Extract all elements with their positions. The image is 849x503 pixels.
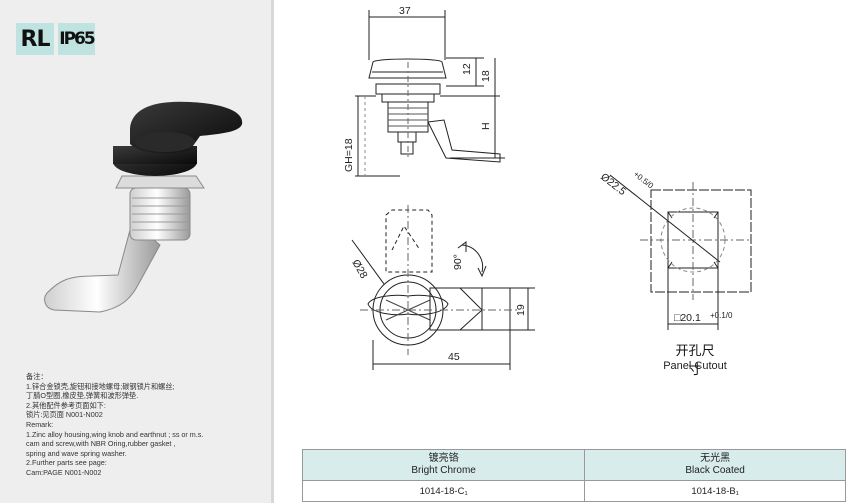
remark-line: 丁腈O型圈,橡皮垫,弹簧和波形弹垫. xyxy=(26,391,139,401)
remark-line: 1.锌合金锁壳,旋钮和接地螺母;碳钢锁片和螺丝; xyxy=(26,381,175,391)
dim-gh: GH=18 xyxy=(343,138,355,172)
remarks: 备注： 1.锌合金锁壳,旋钮和接地螺母;碳钢锁片和螺丝; 丁腈O型圈,橡皮垫,弹… xyxy=(26,372,266,478)
remark-line: 2.Further parts see page: xyxy=(26,458,107,468)
remark-line: 2.其他配件参考页面如下: xyxy=(26,400,106,410)
dim-body-19: 19 xyxy=(515,304,527,316)
remark-line: 锁片:见页面 N001-N002 xyxy=(26,410,103,420)
dim-dia-22-5-tolerance: +0.5/0 xyxy=(632,169,656,190)
dim-h: H xyxy=(480,122,492,130)
dim-knob-18: 18 xyxy=(480,70,492,82)
dim-knob-12: 12 xyxy=(461,63,473,75)
header-black-coated: 无光黑 Black Coated xyxy=(584,449,846,481)
dim-rotation-90: 90° xyxy=(452,254,464,270)
technical-drawing: 37 12 18 H GH=18 Ø28 90° 19 45 Ø22.5 +0.… xyxy=(343,5,752,370)
remark-line: cam and screw,with NBR Oring,rubber gask… xyxy=(26,439,176,449)
product-photo xyxy=(44,101,243,313)
dim-dia-22-5: Ø22.5 xyxy=(598,171,628,198)
series-badge: RL xyxy=(16,23,54,55)
panel-cutout-label-en: Panel Cutout xyxy=(663,360,727,372)
panel-cutout-label-cn: 开孔尺寸 xyxy=(675,343,715,377)
part-number-black: 1014-18-B₁ xyxy=(584,480,846,502)
finish-table: 镀亮铬 Bright Chrome 无光黑 Black Coated 1014-… xyxy=(301,449,846,502)
dim-width-37: 37 xyxy=(399,5,411,17)
remark-line: Cam:PAGE N001-N002 xyxy=(26,467,102,477)
dim-square-20-1: □20.1 xyxy=(674,312,701,324)
dim-square-20-1-tolerance: +0.1/0 xyxy=(710,311,733,320)
header-bright-chrome: 镀亮铬 Bright Chrome xyxy=(301,449,586,481)
table-row: 1014-18-C₁ 1014-18-B₁ xyxy=(301,480,846,502)
dim-length-45: 45 xyxy=(448,351,460,363)
part-number-chrome: 1014-18-C₁ xyxy=(301,480,586,502)
remark-line: 1.Zinc alloy housing,wing knob and earth… xyxy=(26,429,204,439)
panel-divider xyxy=(271,0,274,503)
remark-line: 备注： xyxy=(26,372,48,381)
remark-line: spring and wave spring washer. xyxy=(26,448,127,458)
remark-line: Remark: xyxy=(26,419,54,429)
ip-rating-badge: IP65 xyxy=(58,23,96,55)
